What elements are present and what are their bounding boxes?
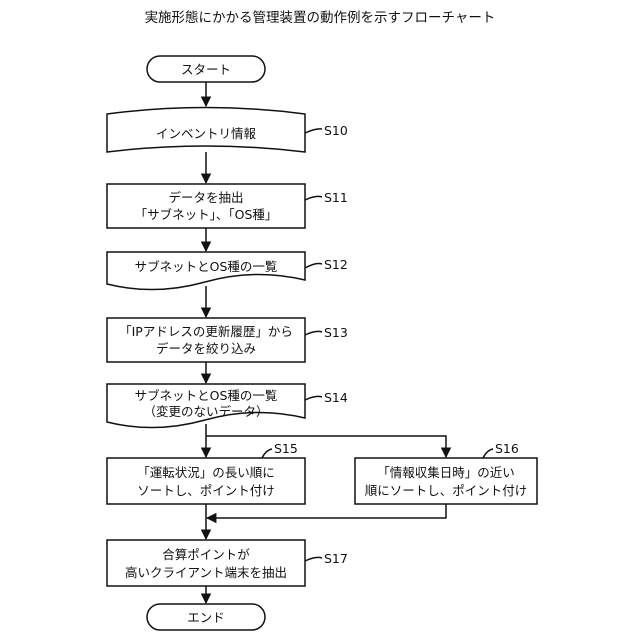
s15-step-label: S15	[274, 441, 298, 456]
s17-leader	[305, 557, 322, 561]
s12-label: サブネットとOS種の一覧	[135, 259, 278, 274]
s14-leader	[305, 396, 322, 400]
s10-label: インベントリ情報	[156, 126, 257, 141]
s11-line-1: データを抽出	[168, 190, 243, 205]
s15-line-1: 「運転状況」の長い順に	[137, 465, 275, 480]
arrow-branch-s16	[206, 436, 446, 457]
s14-line-2: （変更のないデータ）	[143, 404, 268, 419]
s13-line-2: データを絞り込み	[156, 341, 256, 356]
s16-line-2: 順にソートし、ポイント付け	[365, 483, 528, 498]
s16-leader	[483, 449, 493, 458]
s11-step-label: S11	[324, 190, 348, 205]
arrow-s16-merge	[207, 504, 446, 518]
s16-step-label: S16	[495, 441, 519, 456]
s15-leader	[262, 449, 272, 458]
s14-line-1: サブネットとOS種の一覧	[135, 388, 278, 403]
end-label: エンド	[187, 610, 225, 625]
s12-leader	[305, 264, 322, 269]
s13-leader	[305, 331, 322, 335]
s13-step-label: S13	[324, 325, 348, 340]
s11-line-2: 「サブネット」、「OS種」	[135, 207, 278, 222]
s10-leader	[305, 129, 322, 133]
s11-leader	[305, 196, 322, 200]
s12-step-label: S12	[324, 257, 348, 272]
s17-step-label: S17	[324, 551, 348, 566]
s15-line-2: ソートし、ポイント付け	[137, 483, 275, 498]
s10-step-label: S10	[324, 123, 348, 138]
s17-line-1: 合算ポイントが	[162, 547, 250, 562]
s16-line-1: 「情報収集日時」の近い	[377, 465, 515, 480]
s17-line-2: 高いクライアント端末を抽出	[125, 565, 287, 580]
s13-line-1: 「IPアドレスの更新履歴」から	[119, 324, 293, 339]
s14-step-label: S14	[324, 390, 348, 405]
start-label: スタート	[181, 62, 231, 77]
